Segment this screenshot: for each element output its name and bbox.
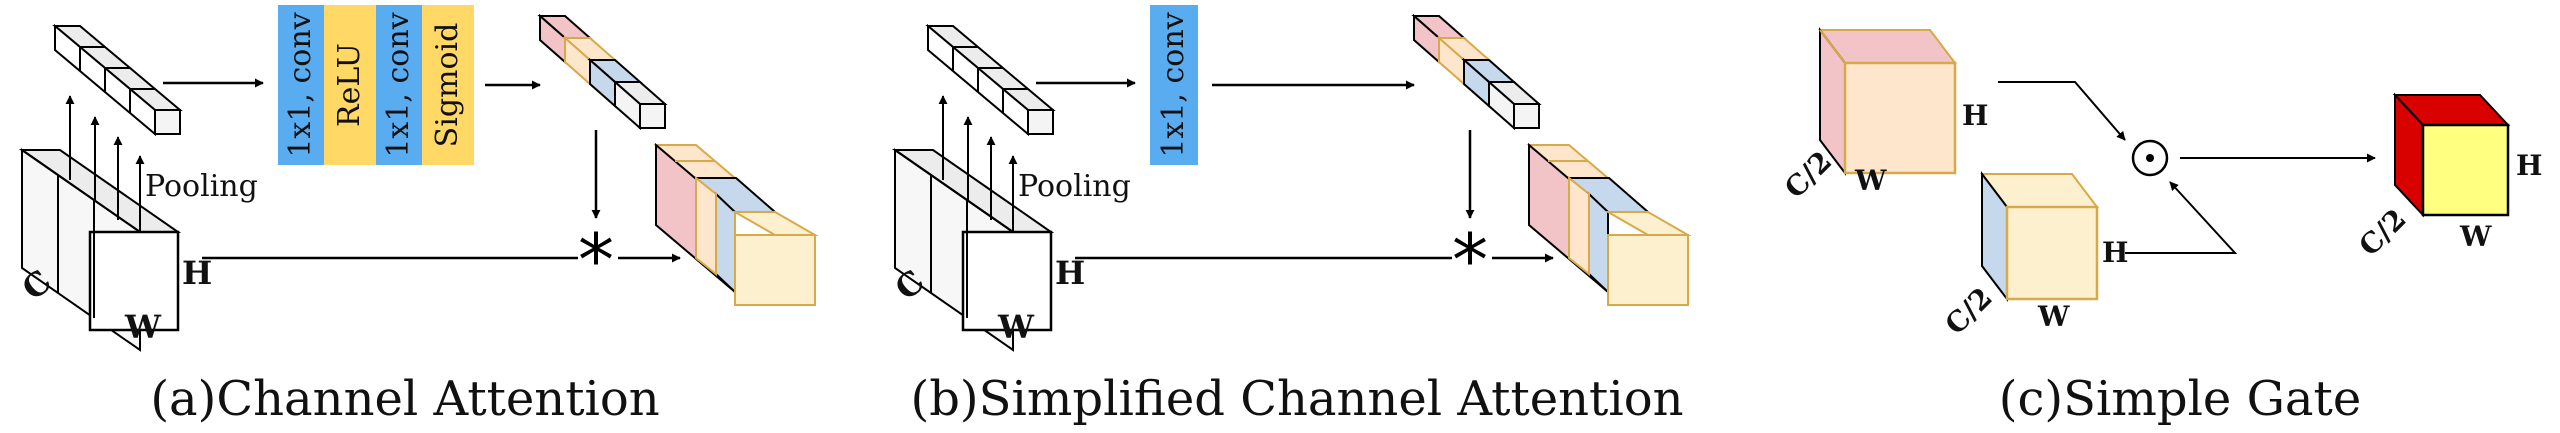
relu-block bbox=[324, 5, 376, 165]
conv-block-1 bbox=[278, 5, 324, 165]
caption-b: (b)Simplified Channel Attention bbox=[910, 371, 1683, 427]
caption-c: (c)Simple Gate bbox=[1999, 371, 2361, 427]
panel-simplified-channel-attention: Pooling C H W 1x1, conv * bbox=[888, 5, 1692, 427]
bottom-dim-h: H bbox=[2102, 236, 2128, 269]
multiply-symbol-a: * bbox=[578, 218, 614, 302]
channel-weights-a bbox=[537, 13, 668, 131]
output-cube bbox=[2392, 92, 2511, 218]
output-dim-h: H bbox=[2516, 149, 2542, 182]
dim-w-label-b: W bbox=[997, 308, 1035, 346]
multiply-symbol-b: * bbox=[1452, 218, 1488, 302]
gate-dot bbox=[2146, 154, 2154, 162]
pooling-label-a: Pooling bbox=[145, 169, 258, 204]
output-feature-map-b bbox=[1526, 142, 1692, 306]
bottom-dim-w: W bbox=[2037, 300, 2070, 333]
conv-block-2-label: 1x1, conv bbox=[381, 12, 416, 157]
sigmoid-block-label: Sigmoid bbox=[430, 23, 465, 148]
dim-w-label-a: W bbox=[124, 308, 162, 346]
input-top-cube bbox=[1817, 27, 1958, 176]
output-feature-map-a bbox=[653, 142, 819, 306]
conv-block-b bbox=[1150, 5, 1198, 165]
caption-a: (a)Channel Attention bbox=[150, 371, 659, 427]
output-dim-w: W bbox=[2459, 220, 2492, 253]
pooled-vector-a bbox=[52, 23, 183, 137]
output-dim-c: C/2 bbox=[2353, 202, 2413, 262]
input-feature-map-b bbox=[891, 148, 1055, 352]
conv-block-2 bbox=[376, 5, 422, 165]
relu-block-label: ReLU bbox=[332, 43, 367, 127]
pooled-vector-b bbox=[925, 23, 1056, 137]
top-dim-h: H bbox=[1962, 99, 1988, 132]
panel-channel-attention: Pooling C H W 1x1, conv ReLU 1x1, conv S… bbox=[15, 5, 819, 427]
dim-h-label-b: H bbox=[1055, 254, 1085, 292]
panel-simple-gate: H W C/2 H W C/2 H W C/2 (c)Simple Gate bbox=[1778, 27, 2542, 427]
conv-block-1-label: 1x1, conv bbox=[283, 12, 318, 157]
conv-block-b-label: 1x1, conv bbox=[1156, 12, 1191, 157]
sigmoid-block bbox=[422, 5, 474, 165]
top-dim-w: W bbox=[1854, 164, 1887, 197]
input-feature-map-a bbox=[18, 148, 182, 352]
block-stack-a: 1x1, conv ReLU 1x1, conv Sigmoid bbox=[278, 5, 474, 165]
pooling-label-b: Pooling bbox=[1018, 169, 1131, 204]
dim-h-label-a: H bbox=[182, 254, 212, 292]
channel-weights-b bbox=[1411, 13, 1542, 131]
input-bottom-cube bbox=[1979, 171, 2100, 302]
bottom-dim-c: C/2 bbox=[1939, 281, 1999, 341]
